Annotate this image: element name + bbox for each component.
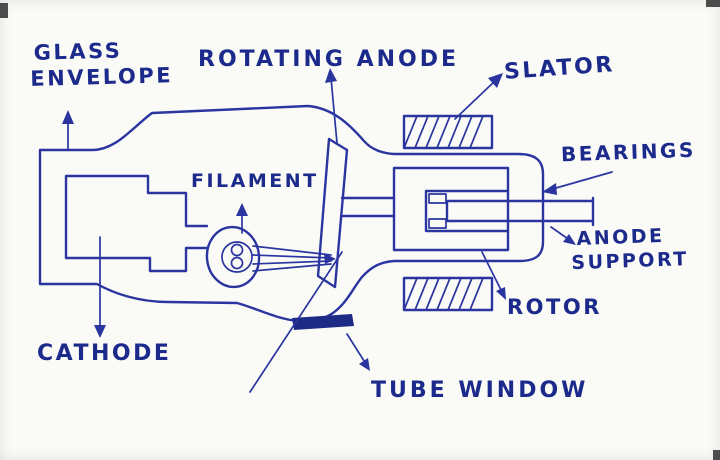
label-glass-envelope: GLASS ENVELOPE — [30, 36, 174, 92]
label-anode-support: ANODE SUPPORT — [571, 224, 689, 275]
rotor-arrow — [481, 251, 506, 300]
artifact-speck-top-right — [706, 0, 720, 7]
rotating-anode-arrow — [325, 68, 338, 144]
label-glass-envelope-line1: GLASS — [33, 38, 123, 65]
label-anode-support-line2: SUPPORT — [571, 247, 690, 274]
label-rotating-anode: ROTATING ANODE — [198, 47, 460, 72]
tube-window-arrow — [346, 333, 370, 371]
beam-arrowhead — [324, 253, 336, 264]
stator-block-bottom — [402, 276, 494, 312]
beam-axis-line — [249, 251, 343, 393]
bearings-blocks — [428, 193, 447, 229]
artifact-speck-top-left — [0, 3, 8, 18]
anode-disc — [316, 137, 349, 289]
glass-envelope-outline — [38, 104, 545, 323]
glass-envelope-arrow — [62, 110, 74, 151]
anode-support-arrow — [550, 226, 576, 245]
electron-beam — [252, 245, 336, 272]
label-tube-window: TUBE WINDOW — [371, 378, 589, 403]
bearings-arrow — [542, 171, 613, 195]
rotor-body — [392, 166, 510, 252]
label-filament: FILAMENT — [191, 170, 319, 192]
label-bearings: BEARINGS — [560, 137, 697, 167]
stator-block-top — [402, 114, 494, 150]
tube-window-bar — [292, 314, 354, 330]
cathode-structure — [64, 174, 209, 273]
anode-stem — [339, 196, 396, 218]
label-cathode: CATHODE — [37, 341, 172, 366]
artifact-speck-bottom-right — [713, 450, 720, 460]
label-rotor: ROTOR — [507, 295, 602, 319]
filament-assembly — [205, 225, 261, 289]
anode-support-shaft — [445, 196, 595, 227]
label-glass-envelope-line2: ENVELOPE — [30, 63, 174, 92]
stator-arrow — [454, 73, 503, 120]
cathode-arrow — [94, 236, 106, 338]
filament-arrow — [236, 203, 248, 234]
